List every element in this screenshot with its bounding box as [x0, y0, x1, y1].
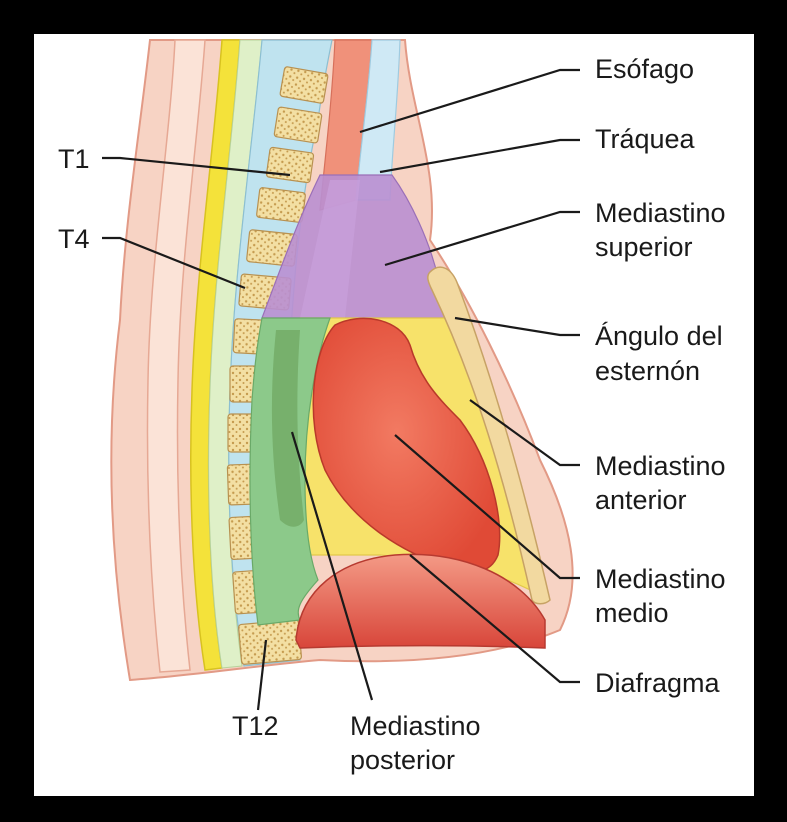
- label-mediastino-posterior-1: Mediastino: [350, 711, 481, 741]
- label-angulo-esternon-2: esternón: [595, 356, 700, 386]
- label-mediastino-medio-2: medio: [595, 598, 669, 628]
- label-mediastino-medio-1: Mediastino: [595, 564, 726, 594]
- label-esofago: Esófago: [595, 54, 694, 84]
- label-angulo-esternon-1: Ángulo del: [595, 321, 723, 351]
- label-traquea: Tráquea: [595, 124, 696, 154]
- label-mediastino-superior-2: superior: [595, 232, 693, 262]
- label-mediastino-superior-1: Mediastino: [595, 198, 726, 228]
- label-mediastino-anterior-2: anterior: [595, 485, 687, 515]
- label-diafragma: Diafragma: [595, 668, 721, 698]
- label-t12: T12: [232, 711, 279, 741]
- label-mediastino-anterior-1: Mediastino: [595, 451, 726, 481]
- label-t4: T4: [58, 224, 90, 254]
- label-t1: T1: [58, 144, 90, 174]
- label-mediastino-posterior-2: posterior: [350, 745, 455, 775]
